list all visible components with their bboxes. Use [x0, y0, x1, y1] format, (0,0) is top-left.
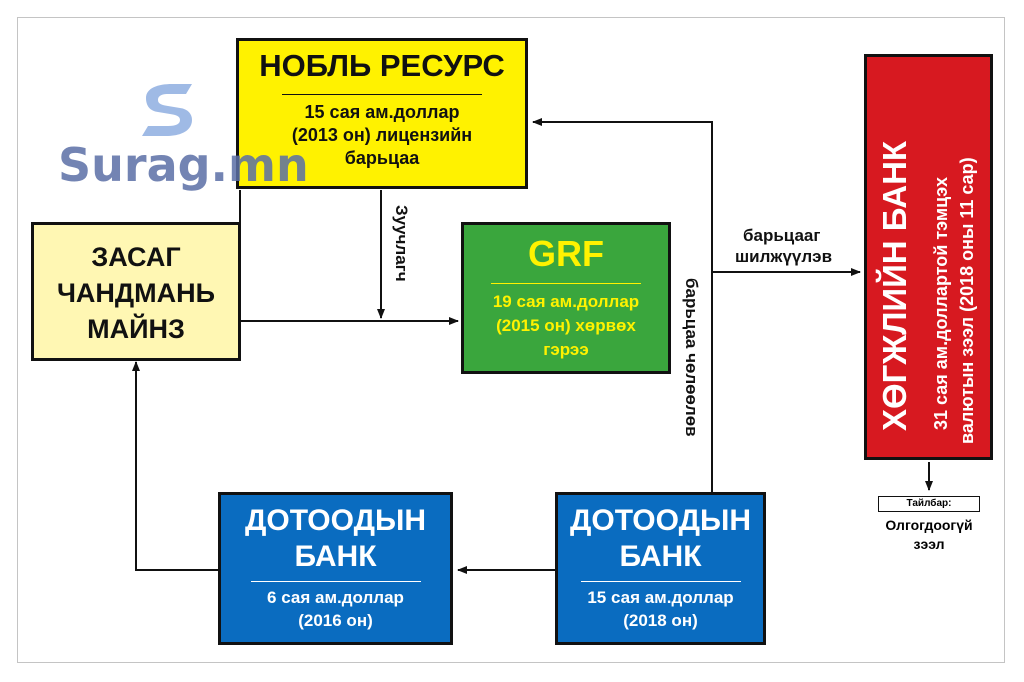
hogjil-bank-box: ХӨГЖЛИЙН БАНК 31 сая ам.доллартой тэмцэх… [864, 54, 993, 460]
dotood1-line1: ДОТООДЫН [245, 504, 426, 537]
legend-box: Тайлбар: [878, 496, 980, 512]
dotood1-separator [250, 581, 421, 582]
zasag-line3: МАЙНЗ [87, 314, 185, 344]
dotood1-detail1: 6 сая ам.доллар [267, 588, 404, 607]
zasag-chandmani-box: ЗАСАГ ЧАНДМАНЬ МАЙНЗ [31, 222, 241, 361]
grf-line1: 19 сая ам.доллар [492, 292, 640, 311]
dotood1-detail2: (2016 он) [298, 611, 373, 630]
watermark-text: Surag.mn [58, 138, 309, 192]
noble-line1: 15 сая ам.доллар [304, 102, 460, 122]
dotood1-to-zasag-arrow [132, 361, 218, 571]
legend-box-label: Тайлбар: [906, 498, 952, 509]
surag-logo-icon [138, 80, 194, 138]
grf-line2: (2015 он) хөрвөх [496, 316, 636, 335]
zasag-line2: ЧАНДМАНЬ [56, 278, 216, 308]
zuuchlagch-label: Зуучлагч [392, 205, 411, 282]
dotood2-detail2: (2018 он) [623, 611, 698, 630]
dotood2-separator [580, 581, 741, 582]
noble-line2: (2013 он) лицензийн [291, 125, 473, 145]
hogjil-line1: 31 сая ам.доллартой тэмцэх [931, 177, 951, 430]
shiljuulev-label-1: барьцааг [743, 226, 821, 245]
legend-text-2: зээл [913, 536, 945, 552]
zasag-line1: ЗАСАГ [91, 242, 181, 272]
noble-title: НОБЛЬ РЕСУРС [259, 48, 505, 83]
grf-separator [491, 283, 641, 284]
hogjil-title: ХӨГЖЛИЙН БАНК [876, 140, 913, 431]
dotood2-detail1: 15 сая ам.доллар [587, 588, 734, 607]
noble-separator [282, 94, 482, 95]
dotood-bank-2018-box: ДОТООДЫН БАНК 15 сая ам.доллар (2018 он) [555, 492, 766, 645]
dotood2-to-noble-arrow [532, 118, 713, 494]
noble-resource-box: НОБЛЬ РЕСУРС 15 сая ам.доллар (2013 он) … [236, 38, 528, 189]
legend-text-1: Олгогдоогүй [885, 517, 973, 533]
grf-box: GRF 19 сая ам.доллар (2015 он) хөрвөх гэ… [461, 222, 671, 374]
dotood2-line1: ДОТООДЫН [570, 504, 751, 537]
grf-line3: гэрээ [543, 340, 589, 359]
dotood2-line2: БАНК [619, 540, 702, 573]
noble-line3: барьцаа [344, 148, 420, 168]
shiljuulev-label-2: шилжүүлэв [735, 247, 833, 266]
hogjil-line2: валютын зээл (2018 оны 11 сар) [957, 157, 977, 444]
dotood1-line2: БАНК [294, 540, 377, 573]
chuluulev-label: барьцаа чөлөөлөв [682, 278, 701, 437]
grf-title: GRF [528, 233, 604, 274]
dotood-bank-2016-box: ДОТООДЫН БАНК 6 сая ам.доллар (2016 он) [218, 492, 453, 645]
